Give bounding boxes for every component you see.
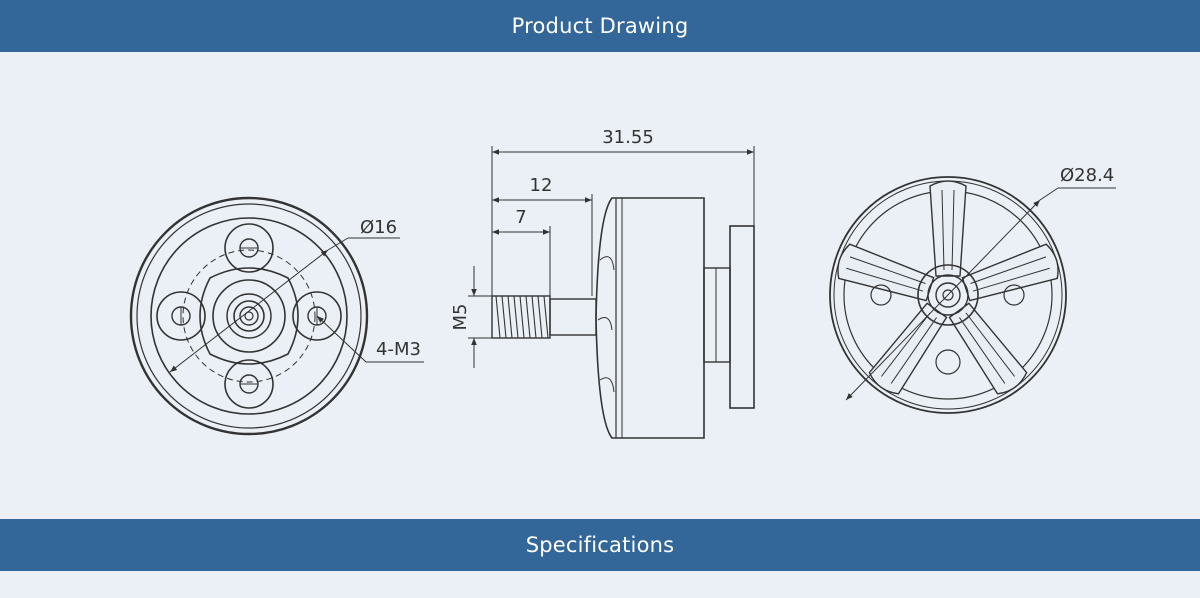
front-screw-label: 4-M3 — [376, 339, 421, 360]
front-view-mount — [129, 196, 424, 436]
product-drawing-header: Product Drawing — [0, 0, 1200, 52]
rear-view-bell — [829, 176, 1116, 414]
overall-length-label: 31.55 — [602, 127, 654, 148]
specifications-title: Specifications — [525, 533, 675, 557]
side-view-motor — [468, 146, 755, 439]
thread-size-label: M5 — [450, 304, 471, 331]
thread-length-label: 7 — [515, 207, 526, 228]
product-drawing-area: Ø16 4-M3 — [0, 52, 1200, 519]
shaft-length-label: 12 — [530, 175, 553, 196]
rear-diameter-label: Ø28.4 — [1060, 165, 1114, 186]
product-drawing-title: Product Drawing — [511, 14, 689, 38]
specifications-header: Specifications — [0, 519, 1200, 571]
front-diameter-label: Ø16 — [360, 217, 397, 238]
